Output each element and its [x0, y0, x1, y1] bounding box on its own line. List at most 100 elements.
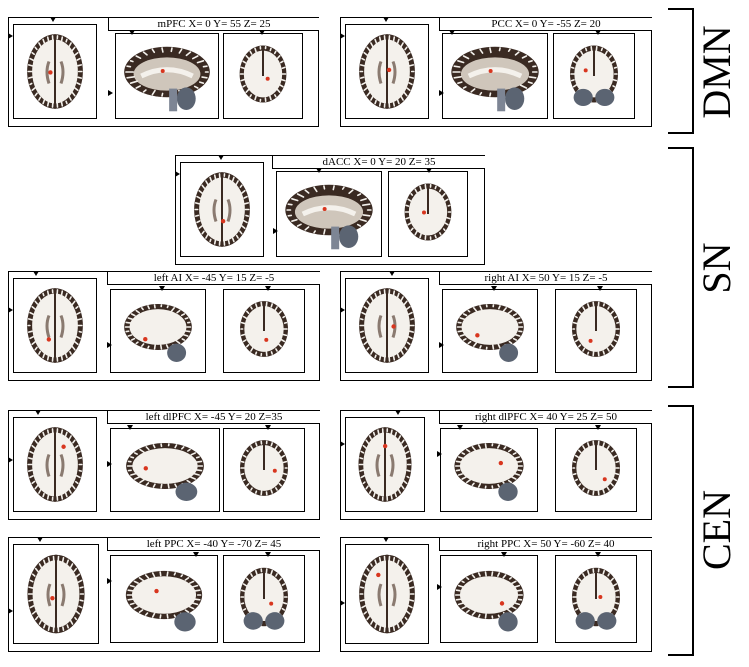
panel-caption: left dlPFC X= -45 Y= 20 Z=35	[107, 411, 320, 424]
brain-slice-image	[572, 567, 620, 630]
panel-caption: mPFC X= 0 Y= 55 Z= 25	[108, 18, 319, 31]
panel-right-ppc: right PPC X= 50 Y= -60 Z= 40	[340, 537, 652, 652]
brain-slice-image	[125, 570, 203, 632]
panel-caption: left AI X= -45 Y= 15 Z= -5	[107, 272, 320, 285]
slice-marker-icon	[265, 425, 271, 430]
cen-label: CEN	[694, 490, 739, 570]
sagittal-view	[440, 555, 538, 643]
slice-marker-icon	[107, 578, 112, 584]
coronal-view	[555, 289, 637, 373]
coronal-view	[223, 33, 303, 119]
panel-mpfc: mPFC X= 0 Y= 55 Z= 25	[8, 17, 319, 127]
sagittal-view	[110, 555, 218, 643]
slice-marker-icon	[273, 228, 278, 234]
slice-marker-icon	[129, 30, 135, 35]
brain-slice-image	[240, 440, 288, 496]
panel-caption: left PPC X= -40 Y= -70 Z= 45	[107, 538, 320, 551]
brain-slice-image	[194, 172, 250, 247]
brain-slice-image	[572, 440, 620, 496]
brain-slice-image	[240, 301, 288, 357]
slice-marker-icon	[426, 168, 432, 173]
slice-marker-icon	[439, 342, 444, 348]
axial-view	[13, 544, 99, 644]
slice-marker-icon	[437, 451, 442, 457]
panel-pcc: PCC X= 0 Y= -55 Z= 20	[340, 17, 652, 127]
coronal-view	[223, 428, 305, 512]
cen-bracket	[668, 405, 694, 656]
brain-slice-image	[27, 554, 85, 634]
sagittal-view	[276, 171, 382, 257]
brain-slice-image	[124, 46, 210, 112]
brain-slice-image	[570, 45, 618, 106]
panel-left-ppc: left PPC X= -40 Y= -70 Z= 45	[8, 537, 320, 652]
panel-right-dlpfc: right dlPFC X= 40 Y= 25 Z= 50	[340, 410, 652, 520]
brain-slice-image	[454, 570, 524, 632]
slice-marker-icon	[501, 552, 507, 557]
slice-marker-icon	[107, 342, 112, 348]
panel-caption: PCC X= 0 Y= -55 Z= 20	[439, 18, 652, 31]
brain-slice-image	[27, 288, 83, 363]
axial-view	[13, 417, 97, 512]
coronal-view	[388, 171, 468, 257]
brain-slice-image	[285, 184, 373, 250]
axial-view	[345, 278, 429, 373]
brain-slice-image	[451, 46, 539, 112]
coronal-view	[553, 33, 635, 119]
brain-slice-image	[239, 45, 287, 103]
brain-slice-image	[404, 183, 452, 241]
sagittal-view	[110, 289, 206, 373]
slice-marker-icon	[8, 33, 13, 39]
slice-marker-icon	[439, 90, 444, 96]
axial-view	[180, 162, 264, 257]
brain-slice-image	[359, 288, 415, 363]
slice-marker-icon	[259, 30, 265, 35]
brain-slice-image	[126, 443, 204, 501]
brain-slice-image	[572, 301, 620, 357]
slice-marker-icon	[340, 441, 345, 447]
brain-slice-image	[27, 34, 83, 109]
slice-marker-icon	[50, 17, 56, 22]
panel-caption: dACC X= 0 Y= 20 Z= 35	[272, 156, 485, 169]
sagittal-view	[440, 428, 538, 512]
sagittal-view	[110, 428, 220, 512]
slice-marker-icon	[316, 168, 322, 173]
slice-marker-icon	[457, 425, 463, 430]
slice-marker-icon	[127, 425, 133, 430]
brain-slice-image	[240, 567, 288, 630]
coronal-view	[555, 428, 637, 512]
slice-marker-icon	[340, 600, 345, 606]
brain-slice-image	[27, 427, 83, 502]
panel-left-ai: left AI X= -45 Y= 15 Z= -5	[8, 271, 320, 381]
axial-view	[345, 24, 429, 119]
slice-marker-icon	[597, 286, 603, 291]
sagittal-view	[442, 289, 538, 373]
axial-view	[345, 544, 429, 644]
brain-slice-image	[454, 443, 524, 501]
slice-marker-icon	[383, 17, 389, 22]
dmn-bracket	[668, 8, 694, 134]
dmn-label: DMN	[694, 25, 739, 119]
panel-left-dlpfc: left dlPFC X= -45 Y= 20 Z=35	[8, 410, 320, 520]
axial-view	[13, 24, 97, 119]
slice-marker-icon	[33, 271, 39, 276]
sn-bracket	[668, 147, 694, 388]
slice-marker-icon	[218, 155, 224, 160]
slice-marker-icon	[595, 425, 601, 430]
axial-view	[345, 417, 425, 512]
coronal-view	[223, 289, 305, 373]
brain-slice-image	[456, 304, 524, 362]
slice-marker-icon	[108, 90, 113, 96]
slice-marker-icon	[265, 286, 271, 291]
brain-slice-image	[358, 427, 412, 502]
panel-caption: right dlPFC X= 40 Y= 25 Z= 50	[439, 411, 652, 424]
slice-marker-icon	[383, 537, 389, 542]
panel-dacc: dACC X= 0 Y= 20 Z= 35	[175, 155, 485, 265]
coronal-view	[555, 555, 637, 643]
slice-marker-icon	[35, 410, 41, 415]
slice-marker-icon	[159, 286, 165, 291]
sagittal-view	[442, 33, 548, 119]
slice-marker-icon	[107, 461, 112, 467]
axial-view	[13, 278, 97, 373]
brain-slice-image	[359, 554, 415, 634]
slice-marker-icon	[8, 457, 13, 463]
